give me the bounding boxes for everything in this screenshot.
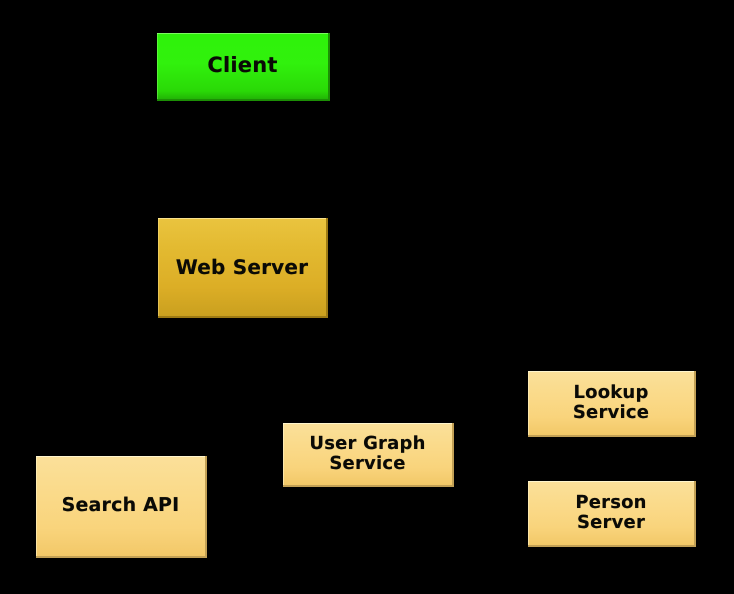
- node-client[interactable]: Client: [157, 33, 330, 101]
- node-label: Client: [207, 53, 278, 78]
- node-label: User Graph Service: [309, 432, 426, 474]
- node-label: Lookup Service: [572, 381, 650, 423]
- node-label: Search API: [61, 494, 180, 517]
- node-search-api[interactable]: Search API: [36, 456, 207, 558]
- node-label: Web Server: [175, 254, 309, 279]
- node-person-server[interactable]: Person Server: [528, 481, 696, 547]
- node-user-graph-service[interactable]: User Graph Service: [283, 423, 454, 487]
- node-label: Person Server: [575, 491, 647, 533]
- node-lookup-service[interactable]: Lookup Service: [528, 371, 696, 437]
- node-web-server[interactable]: Web Server: [158, 218, 328, 318]
